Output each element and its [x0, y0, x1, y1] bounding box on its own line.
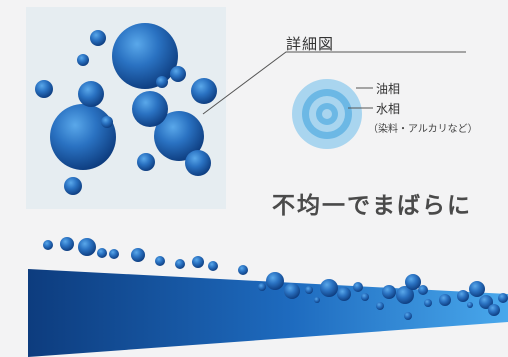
- droplet: [101, 116, 113, 128]
- droplet: [353, 282, 363, 292]
- droplet: [469, 281, 485, 297]
- droplet: [154, 111, 204, 161]
- droplet: [337, 287, 351, 301]
- droplet: [78, 81, 104, 107]
- droplet: [439, 294, 451, 306]
- droplet: [112, 23, 178, 89]
- droplet: [320, 279, 338, 297]
- leader-line: [202, 51, 466, 115]
- droplet: [405, 274, 421, 290]
- droplet: [498, 293, 508, 303]
- droplet: [404, 312, 412, 320]
- oil-phase-label: 油相: [376, 82, 401, 96]
- droplet: [488, 304, 500, 316]
- droplet: [175, 259, 185, 269]
- droplet: [284, 283, 300, 299]
- surface-droplets: [43, 237, 508, 320]
- droplet: [64, 177, 82, 195]
- droplet: [137, 153, 155, 171]
- droplet-detail-rings: [292, 79, 362, 149]
- panel-droplets: [35, 23, 217, 195]
- droplet: [382, 285, 396, 299]
- droplet: [97, 248, 107, 258]
- droplet: [78, 238, 96, 256]
- droplet: [132, 91, 168, 127]
- caption: 不均一でまばらに: [272, 193, 472, 219]
- droplet: [43, 240, 53, 250]
- droplet: [361, 293, 369, 301]
- droplet: [418, 285, 428, 295]
- droplet: [396, 286, 414, 304]
- droplet: [155, 256, 165, 266]
- droplet: [258, 283, 266, 291]
- droplet: [191, 78, 217, 104]
- droplet: [192, 256, 204, 268]
- droplet: [467, 302, 473, 308]
- droplet: [185, 150, 211, 176]
- droplet: [90, 30, 106, 46]
- droplet: [109, 249, 119, 259]
- droplet: [156, 76, 168, 88]
- droplet: [35, 80, 53, 98]
- droplet: [60, 237, 74, 251]
- droplet: [208, 261, 218, 271]
- droplet: [50, 104, 116, 170]
- droplet: [238, 265, 248, 275]
- droplet: [170, 66, 186, 82]
- droplet: [457, 290, 469, 302]
- droplet: [77, 54, 89, 66]
- droplet: [424, 299, 432, 307]
- droplet: [305, 286, 313, 294]
- droplet: [314, 297, 320, 303]
- water-phase-label: 水相: [376, 102, 401, 116]
- detail-title: 詳細図: [286, 35, 335, 53]
- droplet: [266, 272, 284, 290]
- droplet: [479, 295, 493, 309]
- droplet: [376, 302, 384, 310]
- water-phase-note: （染料・アルカリなど）: [368, 124, 478, 135]
- droplet: [131, 248, 145, 262]
